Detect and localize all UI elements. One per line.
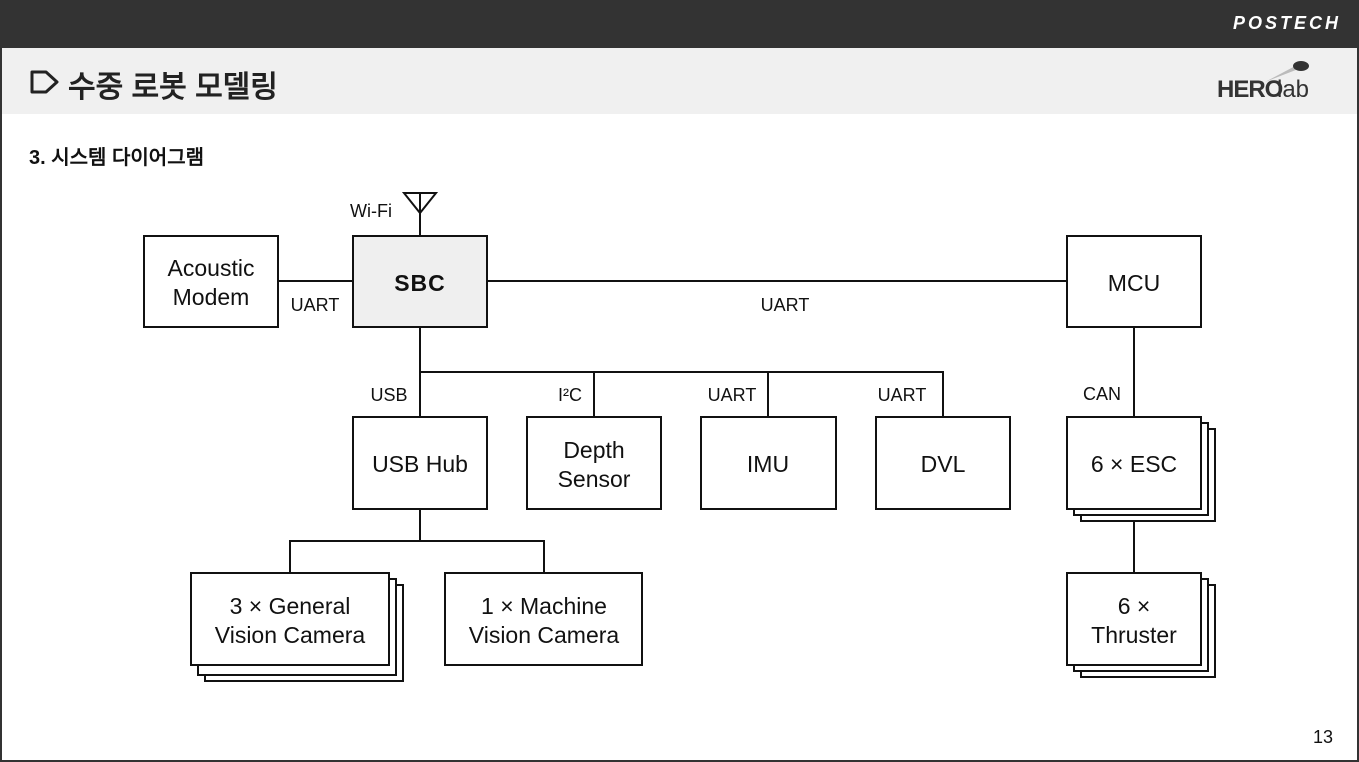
imu-uart-label: UART <box>708 385 757 405</box>
tag-outline-icon <box>30 70 59 94</box>
logo-hero-text: HERO <box>1217 76 1283 103</box>
thruster-label-1: 6 × <box>1118 593 1151 619</box>
node-sbc <box>352 235 488 328</box>
machine-camera-label-1: 1 × Machine <box>481 593 607 619</box>
usb-label: USB <box>370 385 407 405</box>
general-camera-label-1: 3 × General <box>230 593 351 619</box>
i2c-label: I²C <box>558 385 582 405</box>
herolab-logo: HERO lab <box>1217 58 1327 108</box>
mcu-label: MCU <box>1108 270 1160 296</box>
node-esc <box>1066 416 1216 522</box>
node-acoustic-modem <box>143 235 279 328</box>
frame-bottom <box>0 760 1359 762</box>
antenna-icon <box>401 192 439 215</box>
acoustic-modem-label-2: Modem <box>173 284 250 310</box>
general-camera-label-2: Vision Camera <box>215 622 366 648</box>
dvl-uart-label: UART <box>878 385 927 405</box>
logo-lab-text: lab <box>1277 76 1310 103</box>
edge-usb-cameras <box>289 540 545 572</box>
depth-sensor-label-1: Depth <box>563 437 624 463</box>
acoustic-modem-label-1: Acoustic <box>168 255 255 281</box>
dvl-label: DVL <box>921 451 966 477</box>
machine-camera-label-2: Vision Camera <box>469 622 620 648</box>
brand-logo: POSTECH <box>1232 13 1341 33</box>
can-label: CAN <box>1083 384 1121 404</box>
page-number: 13 <box>1312 727 1333 747</box>
title-bar: 수중 로봇 모델링 HERO lab <box>0 48 1359 114</box>
frame-right <box>1357 48 1359 762</box>
node-mcu <box>1066 235 1202 328</box>
logo-mark-icon <box>1265 61 1309 82</box>
thruster-label-2: Thruster <box>1091 622 1177 648</box>
imu-label: IMU <box>747 451 789 477</box>
wifi-label: Wi-Fi <box>350 201 392 221</box>
esc-label: 6 × ESC <box>1091 451 1177 477</box>
sbc-label: SBC <box>394 270 446 296</box>
node-machine-camera <box>444 572 643 666</box>
node-depth-sensor <box>526 416 662 510</box>
node-dvl <box>875 416 1011 510</box>
edge-sensor-bus <box>420 371 944 417</box>
sbc-mcu-uart-label: UART <box>761 295 810 315</box>
frame-left <box>0 48 2 762</box>
depth-sensor-label-2: Sensor <box>558 466 631 492</box>
node-thruster <box>1066 572 1216 678</box>
modem-sbc-uart-label: UART <box>291 295 340 315</box>
usb-hub-label: USB Hub <box>372 451 468 477</box>
node-general-camera <box>190 572 404 682</box>
node-imu <box>700 416 837 510</box>
top-bar: POSTECH <box>0 0 1359 48</box>
section-title: 3. 시스템 다이어그램 <box>29 147 204 169</box>
page-title: 수중 로봇 모델링 <box>68 71 278 104</box>
node-usb-hub <box>352 416 488 510</box>
